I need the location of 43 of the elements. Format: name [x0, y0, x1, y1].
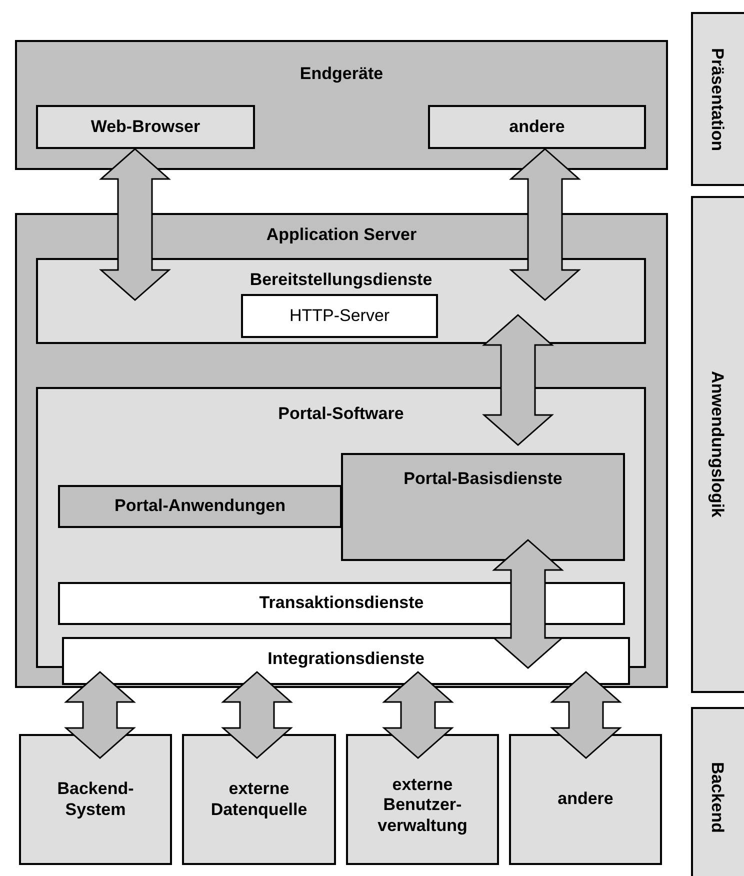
backend-box	[346, 734, 499, 865]
box-label: Web-Browser	[90, 116, 200, 138]
box-label: Transaktionsdienste	[259, 593, 424, 614]
layer-label: Präsentation	[707, 48, 728, 150]
box-label: externe Benutzer- verwaltung	[376, 774, 468, 836]
box-label: Backend- System	[56, 779, 135, 820]
server-panel	[15, 213, 668, 688]
backend-box	[182, 734, 336, 865]
double-arrow	[64, 671, 136, 759]
layer-label: Backend	[707, 762, 728, 832]
box-label: Application Server	[266, 225, 417, 246]
device-panel	[15, 40, 668, 170]
box-label: Portal-Basisdienste	[404, 469, 562, 490]
backend-box	[19, 734, 172, 865]
box-label: Endgeräte	[300, 64, 384, 84]
client-box	[36, 105, 255, 149]
layer-band	[691, 196, 744, 693]
service-box	[58, 582, 625, 625]
double-arrow	[550, 671, 622, 759]
double-arrow	[382, 671, 454, 759]
box-label: Bereitstellungsdienste	[250, 270, 432, 290]
service-box	[62, 637, 630, 685]
double-arrow	[509, 148, 581, 301]
box-label: HTTP-Server	[289, 306, 390, 326]
layer-label: Anwendungslogik	[707, 371, 728, 518]
box-label: Portal-Software	[278, 404, 404, 424]
box-label: andere	[509, 116, 565, 138]
double-arrow	[492, 539, 564, 669]
component-box	[58, 485, 342, 528]
double-arrow	[482, 314, 554, 446]
client-box	[428, 105, 646, 149]
layer-band	[691, 707, 744, 876]
layer-band	[691, 12, 744, 186]
box-label: andere	[556, 789, 614, 810]
box-label: externe Datenquelle	[210, 779, 308, 820]
box-label: Integrationsdienste	[268, 649, 424, 670]
component-box	[241, 294, 438, 338]
backend-box	[509, 734, 662, 865]
box-label: Portal-Anwendungen	[114, 496, 286, 517]
double-arrow	[99, 148, 171, 301]
double-arrow	[221, 671, 293, 759]
component-box	[341, 453, 625, 561]
service-panel	[36, 258, 646, 344]
